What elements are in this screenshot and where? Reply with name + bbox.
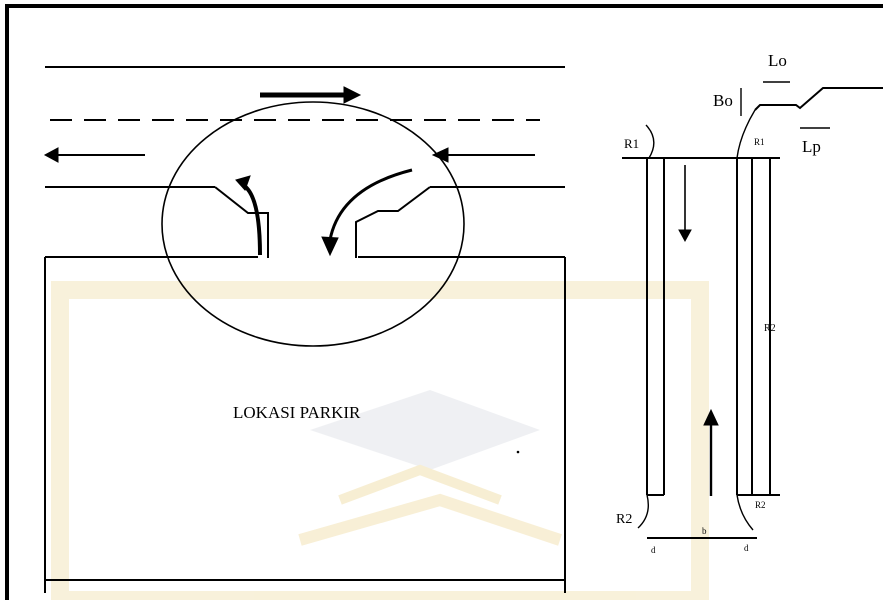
arrow-up-icon <box>703 408 719 496</box>
lo-profile-line <box>754 87 883 111</box>
label-r1-left: R1 <box>624 136 639 151</box>
label-r2-middle: R2 <box>764 323 776 334</box>
road-lines <box>45 66 565 258</box>
driveway-arrows <box>678 165 719 496</box>
traffic-arrows <box>43 86 535 257</box>
label-d-left: d <box>651 545 656 555</box>
r2-left-curve <box>637 494 650 529</box>
entrance-highlight-ellipse <box>161 101 465 347</box>
parking-location-label: LOKASI PARKIR <box>233 403 361 422</box>
label-r1-right: R1 <box>754 137 765 147</box>
driveway-detail <box>622 81 883 539</box>
arrow-right-bold-icon <box>260 86 362 104</box>
label-lo: Lo <box>768 51 787 70</box>
label-b: b <box>702 526 707 536</box>
r2-right-curve <box>736 494 754 531</box>
label-lp: Lp <box>802 137 821 156</box>
arrow-down-icon <box>678 165 692 243</box>
label-r2-left: R2 <box>616 512 632 527</box>
label-r2-right: R2 <box>755 500 766 510</box>
dimension-labels: Lo Bo Lp R1 R1 R2 R2 R2 b d d <box>616 51 821 555</box>
diagram-frame <box>5 4 883 600</box>
arrow-incoming-icon <box>431 147 535 163</box>
parking-lot <box>44 257 566 593</box>
exit-curve-arrow-icon <box>235 175 262 256</box>
r1-right-curve <box>736 109 756 159</box>
watermark <box>51 281 709 600</box>
label-bo: Bo <box>713 91 733 110</box>
entrance-right-curb <box>355 186 431 258</box>
entry-curve-arrow-icon <box>321 168 413 257</box>
label-d-right: d <box>744 543 749 553</box>
dot-mark <box>516 450 520 454</box>
r1-left-curve <box>645 124 655 159</box>
arrow-left-icon <box>43 147 145 163</box>
